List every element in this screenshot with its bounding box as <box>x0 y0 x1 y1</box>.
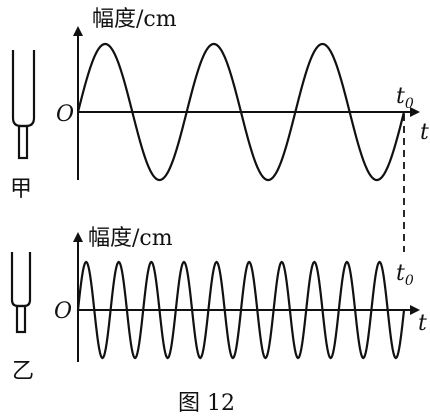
bottom-panel: 乙 幅度/cm O t t0 <box>10 226 427 384</box>
fork-label-bottom: 乙 <box>12 359 34 384</box>
x-axis-label-top: t <box>420 120 429 145</box>
t0-main-top: t <box>396 84 405 109</box>
t0-main-bottom: t <box>396 261 405 286</box>
tuning-fork-icon-top <box>11 50 36 160</box>
sine-wave-bottom <box>76 260 406 360</box>
figure-caption: 图 12 <box>178 391 235 416</box>
fork-label-top: 甲 <box>10 177 32 202</box>
y-axis-label-bottom: 幅度/cm <box>88 226 173 251</box>
t0-sub-top: 0 <box>405 96 414 112</box>
sine-wave-top <box>76 42 406 182</box>
t0-label-top: t0 <box>396 84 414 112</box>
origin-label-top: O <box>56 102 74 127</box>
origin-label-bottom: O <box>54 299 72 324</box>
t0-label-bottom: t0 <box>396 261 414 289</box>
y-axis-label-top: 幅度/cm <box>92 7 177 32</box>
t0-sub-bottom: 0 <box>405 273 414 289</box>
top-panel: 甲 幅度/cm O t t0 <box>10 7 429 202</box>
tuning-fork-icon-bottom <box>10 252 32 334</box>
x-axis-label-bottom: t <box>418 311 427 336</box>
